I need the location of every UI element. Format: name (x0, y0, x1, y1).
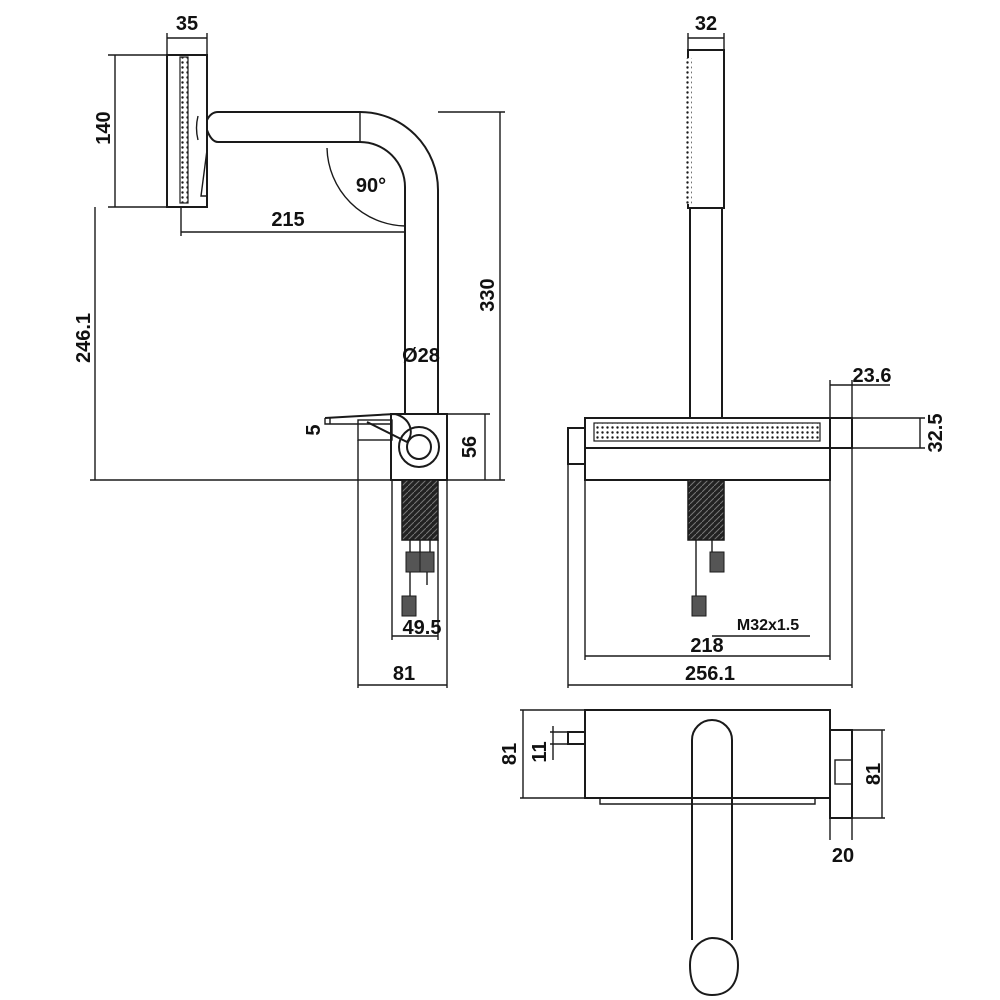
dim-pipe-diameter: Ø28 (402, 345, 440, 367)
top-right-cap (829, 729, 853, 819)
dim-inner-width: 218 (690, 635, 723, 657)
threaded-shank (401, 479, 439, 541)
lever (324, 412, 412, 444)
spray-button (200, 149, 208, 197)
dim-base-height: 56 (459, 436, 481, 458)
dim-head-height: 140 (93, 111, 115, 144)
dim-lever-offset: 5 (303, 424, 325, 435)
top-dimension-lines (520, 709, 885, 840)
angle-arc (326, 147, 406, 227)
spout-arm-inner (206, 129, 406, 414)
top-left-lever (567, 731, 586, 745)
dim-connector-width: 49.5 (403, 617, 442, 639)
front-stem (689, 207, 723, 419)
front-threaded-shank (687, 479, 725, 541)
spray-nozzle-strip (179, 56, 189, 204)
front-view: 32 23.6 32.5 M32x1.5 218 256.1 (567, 13, 947, 688)
dim-thread: M32x1.5 (737, 617, 799, 634)
dim-spout-height: 246.1 (73, 313, 95, 363)
spout-arm (206, 111, 439, 414)
dim-total-height: 330 (477, 278, 499, 311)
dim-base-width: 81 (393, 663, 415, 685)
top-body (584, 709, 831, 799)
top-view: 81 11 81 20 (499, 709, 885, 997)
front-handle (687, 49, 725, 209)
dim-angle: 90° (356, 175, 386, 197)
dim-depth-right: 81 (863, 763, 885, 785)
side-dimension-lines (90, 33, 505, 688)
front-body-grille (593, 422, 821, 442)
front-right-cap (829, 417, 853, 449)
dim-overall-width: 256.1 (685, 663, 735, 685)
front-dimension-lines (567, 33, 925, 688)
front-left-cap (567, 427, 586, 465)
dim-side-width: 23.6 (853, 365, 892, 387)
dim-depth-left: 81 (499, 743, 521, 765)
lever-pivot (398, 426, 440, 468)
top-spray-head (688, 936, 740, 997)
front-body (584, 447, 831, 481)
dim-side-offset: 20 (832, 845, 854, 867)
dim-head-width: 35 (176, 13, 198, 35)
dim-step: 11 (529, 741, 551, 762)
side-view: 35 140 215 90° 330 246.1 Ø28 5 56 49.5 8… (73, 13, 505, 688)
dim-side-height: 32.5 (925, 414, 947, 453)
dim-reach: 215 (271, 209, 304, 231)
top-spout (691, 719, 733, 940)
front-handle-nozzles (686, 58, 692, 204)
dim-handle-width: 32 (695, 13, 717, 35)
